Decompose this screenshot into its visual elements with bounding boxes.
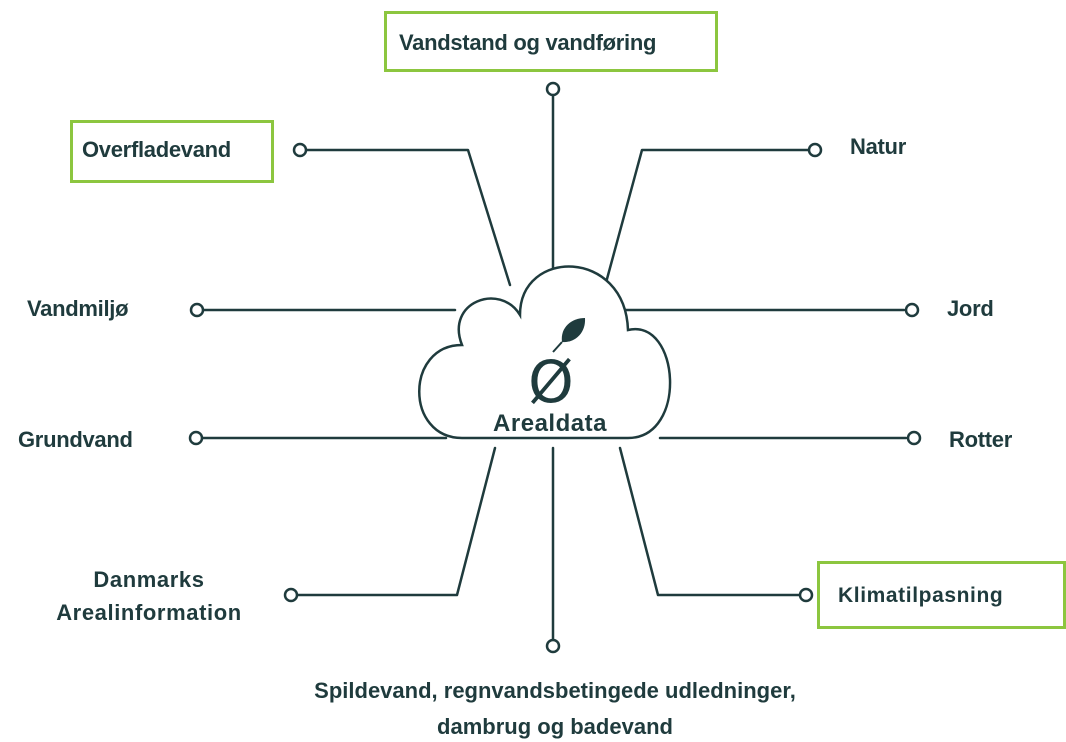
node-dot-vandmiljo [189,302,205,318]
node-label-rotter: Rotter [949,427,1012,452]
node-label-vandstand: Vandstand og vandføring [399,30,657,55]
node-label-spildevand: Spildevand, regnvandsbetingede udledning… [250,673,860,742]
connector-klimatilpasning [618,446,801,597]
node-label-klimatilpasning: Klimatilpasning [838,584,1004,607]
node-dot-grundvand [188,430,204,446]
connector-natur [602,148,810,292]
center-label: Arealdata [493,410,607,437]
node-label-jord: Jord [947,296,994,321]
node-box-overfladevand: Overfladevand [70,120,274,183]
node-dot-rotter [906,430,922,446]
node-label-vandmiljo: Vandmiljø [27,296,129,321]
node-label-danmarks-line2: Arealinformation [56,600,242,625]
node-label-spildevand-line1: Spildevand, regnvandsbetingede udledning… [314,678,796,703]
connector-overfladevand [303,148,512,287]
node-label-danmarks-line1: Danmarks [93,567,205,592]
node-box-klimatilpasning: Klimatilpasning [817,561,1066,629]
node-label-natur: Natur [850,134,906,159]
center-glyph: Ø [528,348,574,416]
node-label-danmarks: Danmarks Arealinformation [32,563,266,629]
node-label-grundvand: Grundvand [18,427,133,452]
node-dot-jord [904,302,920,318]
node-dot-overfladevand [292,142,308,158]
node-dot-spildevand [545,638,561,654]
node-dot-klimatilpasning [798,587,814,603]
cloud-shape [418,265,672,440]
node-dot-vandstand [545,81,561,97]
node-box-vandstand: Vandstand og vandføring [384,11,718,72]
node-label-spildevand-line2: dambrug og badevand [437,714,673,739]
node-label-overfladevand: Overfladevand [82,137,231,162]
connector-danmarks [296,446,497,597]
node-dot-natur [807,142,823,158]
leaf-icon [561,318,586,343]
node-dot-danmarks [283,587,299,603]
